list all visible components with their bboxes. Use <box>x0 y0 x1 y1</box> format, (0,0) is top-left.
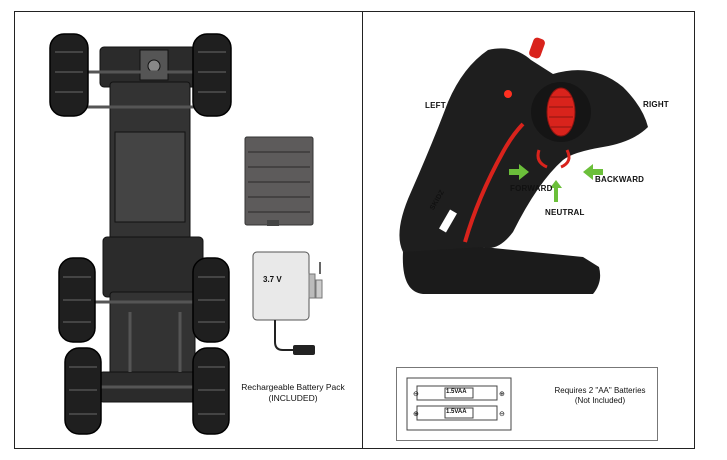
panel-divider <box>362 11 363 449</box>
battery-pack-image <box>252 251 323 355</box>
aa-battery-compartment-icon: ⊖ ⊕ ⊕ ⊖ <box>406 377 512 431</box>
controller-base <box>402 244 601 294</box>
right-panel: LEFT RIGHT FORWARD BACKWARD NEUTRAL SKID… <box>363 12 694 448</box>
svg-text:⊕: ⊕ <box>499 391 505 398</box>
battery-caption-line1: Rechargeable Battery Pack <box>241 382 345 392</box>
svg-text:⊖: ⊖ <box>413 391 419 398</box>
backward-arrow <box>583 164 603 180</box>
outer-frame <box>14 11 695 449</box>
battery-cover-image <box>244 136 314 226</box>
svg-text:⊕: ⊕ <box>413 411 419 418</box>
svg-text:⊖: ⊖ <box>499 411 505 418</box>
rc-truck-top-view <box>49 33 323 435</box>
battery-note: Requires 2 "AA" Batteries (Not Included) <box>543 386 657 406</box>
label-forward: FORWARD <box>510 184 553 193</box>
battery-note-line1: Requires 2 "AA" Batteries <box>554 386 646 395</box>
steering-wheel <box>546 87 576 137</box>
label-backward: BACKWARD <box>595 175 645 184</box>
cell-label-bottom: 1.5VAA <box>446 409 467 415</box>
label-neutral: NEUTRAL <box>545 208 585 217</box>
left-panel: 3.7 V Rechargeable Battery Pack (INCLUDE… <box>15 12 362 448</box>
controller-handle <box>399 48 648 253</box>
truck-chassis <box>99 46 211 403</box>
neutral-arrow <box>550 180 562 202</box>
remote-controller-image <box>399 37 648 294</box>
battery-voltage: 3.7 V <box>263 275 282 284</box>
label-right: RIGHT <box>643 100 669 109</box>
battery-note-line2: (Not Included) <box>574 396 626 405</box>
label-left: LEFT <box>425 101 446 110</box>
battery-note-box: ⊖ ⊕ ⊕ ⊖ 1.5VAA 1.5VAA Requires 2 "AA" Ba… <box>396 367 658 441</box>
battery-caption-line2: (INCLUDED) <box>268 393 318 403</box>
battery-caption: Rechargeable Battery Pack (INCLUDED) <box>233 382 353 404</box>
throttle-trigger <box>536 149 571 169</box>
forward-arrow <box>509 164 529 180</box>
cell-label-top: 1.5VAA <box>446 389 467 395</box>
